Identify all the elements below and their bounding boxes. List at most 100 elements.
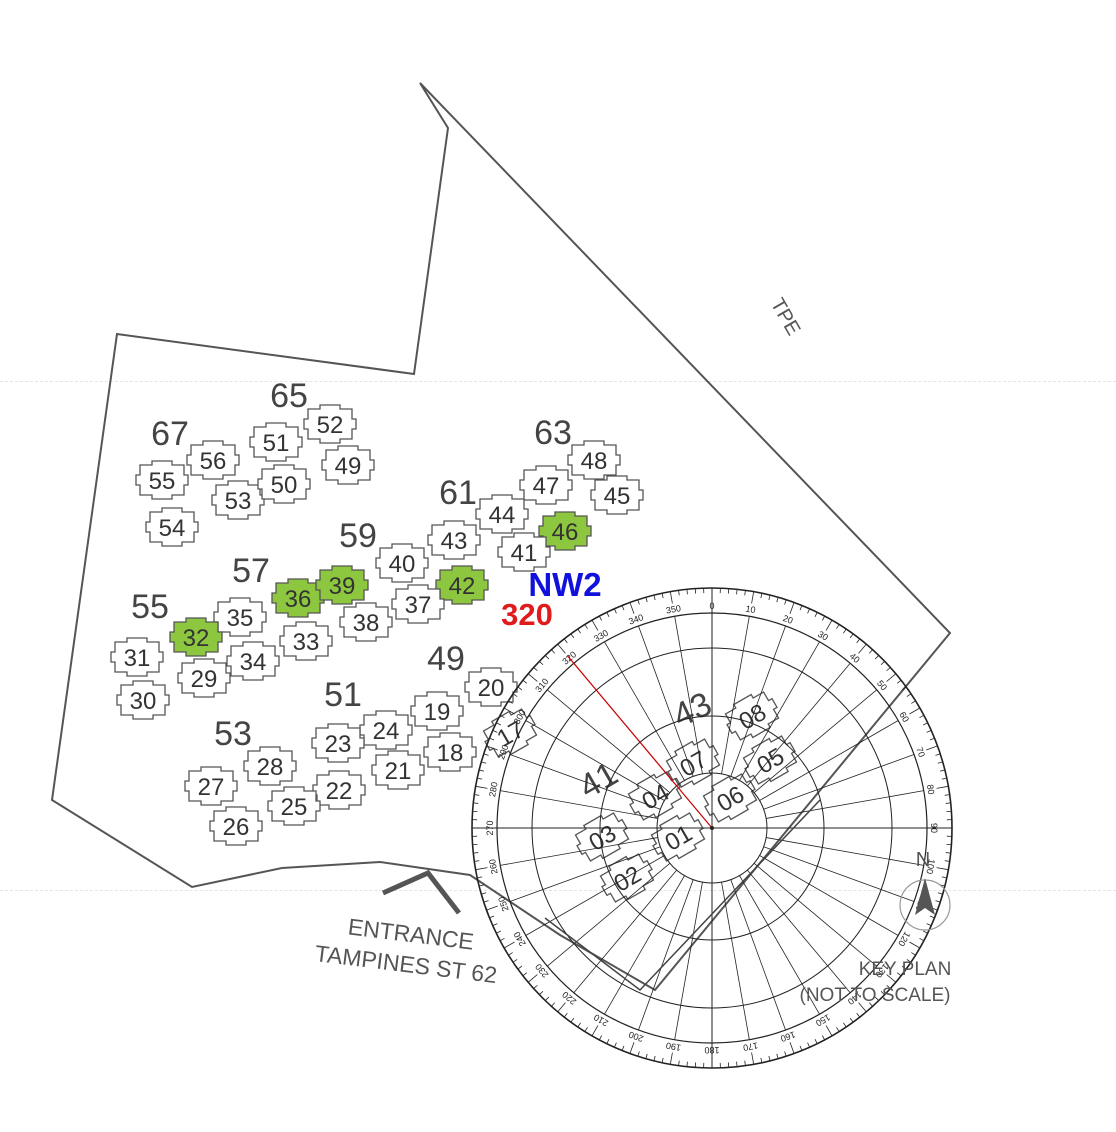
protractor-degree-label: 230: [533, 962, 550, 980]
bearing-line: [566, 655, 713, 829]
protractor-spoke: [721, 882, 750, 1040]
unit-number: 21: [385, 758, 412, 785]
protractor-spoke: [721, 616, 750, 774]
unit-number: 49: [335, 453, 362, 480]
protractor-tick: [939, 769, 945, 772]
unit-tile: 37: [391, 584, 445, 624]
protractor-tick: [475, 867, 488, 871]
protractor-tick: [686, 589, 688, 595]
unit-tile: 32: [169, 617, 223, 657]
protractor-tick: [784, 1051, 787, 1057]
protractor-degree-label: 80: [925, 784, 937, 796]
block-label: 51: [324, 676, 362, 714]
protractor-tick: [937, 761, 943, 764]
protractor-tick: [483, 753, 489, 756]
protractor-spoke: [674, 882, 703, 1040]
unit-tile: 03: [574, 812, 630, 862]
protractor-tick: [503, 707, 515, 715]
unit-outline: [211, 480, 265, 520]
protractor-degree-label: 210: [592, 1012, 610, 1028]
protractor-tick: [868, 1002, 873, 1007]
protractor-spoke: [500, 837, 658, 866]
protractor-spoke: [500, 790, 658, 819]
protractor-tick: [614, 608, 617, 614]
protractor-tick: [858, 1002, 867, 1013]
unit-tile: 23: [311, 723, 365, 763]
protractor-spoke: [638, 879, 694, 1031]
unit-number: 36: [285, 586, 312, 613]
unit-tile: 48: [567, 440, 621, 480]
protractor-tick: [473, 852, 479, 854]
protractor-spoke: [547, 689, 671, 793]
protractor-tick: [945, 852, 951, 854]
entrance-arrow-icon: [381, 869, 461, 915]
unit-tile: 33: [279, 621, 333, 661]
protractor-tick: [856, 1012, 861, 1018]
protractor-tick: [799, 1045, 803, 1051]
protractor-tick: [821, 615, 826, 621]
road-label-tpe: TPE: [766, 295, 805, 340]
protractor-tick: [911, 700, 916, 704]
unit-tile: 20: [464, 667, 518, 707]
protractor-spoke: [763, 754, 915, 810]
unit-number: 33: [293, 629, 320, 656]
protractor-tick: [868, 649, 873, 654]
unit-outline: [267, 786, 321, 826]
protractor-tick: [661, 593, 664, 599]
unit-tile: 05: [742, 735, 798, 785]
unit-number: 46: [552, 519, 579, 546]
protractor-tick: [621, 1045, 625, 1051]
unit-outline: [475, 494, 529, 534]
unit-tile: 56: [186, 440, 240, 480]
protractor-tick: [849, 1017, 854, 1023]
protractor-spoke: [604, 875, 685, 1015]
site-boundary: [50, 82, 952, 992]
protractor-degree-label: 200: [627, 1029, 645, 1044]
protractor-degree-label: 10: [745, 604, 757, 616]
protractor-tick: [836, 1027, 840, 1032]
protractor-degree-label: 250: [496, 895, 511, 913]
unit-tile: 06: [702, 773, 758, 823]
unit-number: 29: [191, 666, 218, 693]
unit-number: 23: [325, 731, 352, 758]
protractor-tick: [880, 990, 885, 996]
unit-tile: 45: [590, 475, 644, 515]
unit-outline: [519, 465, 573, 505]
protractor-tick: [935, 753, 941, 756]
block-label: 49: [427, 640, 465, 678]
bearing-label: 320: [501, 597, 553, 632]
unit-outline: [226, 641, 280, 681]
unit-outline: [135, 460, 189, 500]
north-label: N: [916, 849, 930, 871]
unit-outline: [427, 520, 481, 560]
protractor-tick: [570, 1017, 575, 1023]
protractor-tick: [686, 1061, 688, 1067]
guide-line-upper: [0, 381, 1116, 382]
protractor-tick: [481, 761, 487, 764]
unit-tile: 49: [321, 445, 375, 485]
unit-tile: 18: [423, 732, 477, 772]
protractor-tick: [929, 737, 935, 741]
protractor-tick: [614, 1042, 617, 1048]
unit-tile: 44: [475, 494, 529, 534]
block-label: 59: [339, 517, 377, 555]
unit-tile: 01: [650, 812, 706, 862]
unit-tile: 47: [519, 465, 573, 505]
unit-tile: 46: [538, 511, 592, 551]
unit-outline: [742, 735, 798, 785]
protractor-tick: [496, 930, 501, 934]
protractor-tick: [937, 892, 943, 895]
unit-tile: 19: [410, 691, 464, 731]
protractor-tick: [606, 612, 610, 617]
protractor-tick: [911, 952, 916, 956]
protractor-tick: [486, 745, 498, 751]
unit-number: 50: [271, 472, 298, 499]
unit-outline: [650, 812, 706, 862]
unit-number: 51: [263, 430, 290, 457]
unit-outline: [110, 637, 164, 677]
protractor-degree-label: 40: [848, 651, 862, 665]
protractor-tick: [760, 1057, 763, 1063]
protractor-tick: [499, 714, 505, 719]
unit-number: 38: [353, 610, 380, 637]
protractor-spoke: [753, 689, 877, 793]
